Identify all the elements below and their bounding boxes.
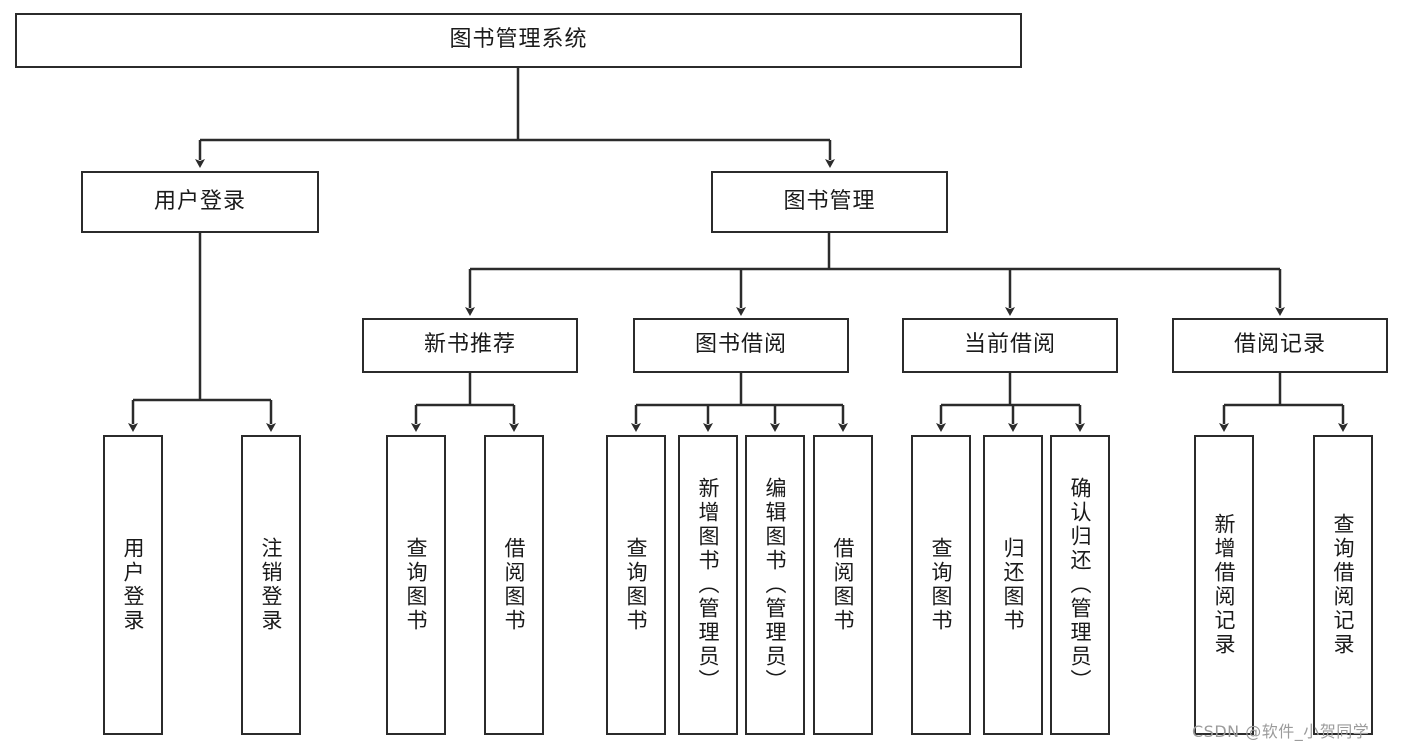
node-book-manage[interactable]: 图书管理: [711, 171, 948, 233]
edge-newbook-to-leaves: [411, 373, 519, 432]
node-borrow-record-label: 借阅记录: [1233, 332, 1326, 358]
leaf-query-books-rec[interactable]: 查询图书: [386, 435, 446, 735]
leaf-query-books-bor[interactable]: 查询图书: [606, 435, 666, 735]
leaf-user-login-label: 用户登录: [121, 537, 145, 633]
leaf-logout-label: 注销登录: [259, 537, 283, 633]
node-new-book-recommend-label: 新书推荐: [423, 332, 516, 358]
leaf-borrow-books-bor-label: 借阅图书: [831, 537, 855, 633]
edge-bookmanage-to-level3: [465, 233, 1285, 316]
leaf-borrow-books-rec-label: 借阅图书: [502, 537, 526, 633]
leaf-user-login[interactable]: 用户登录: [103, 435, 163, 735]
edge-currentborrow-to-leaves: [936, 373, 1085, 432]
leaf-borrow-books-rec[interactable]: 借阅图书: [484, 435, 544, 735]
leaf-query-books-cur-label: 查询图书: [929, 537, 953, 633]
node-current-borrow-label: 当前借阅: [963, 332, 1056, 358]
leaf-query-books-cur[interactable]: 查询图书: [911, 435, 971, 735]
node-book-borrow[interactable]: 图书借阅: [633, 318, 849, 373]
node-book-borrow-label: 图书借阅: [694, 332, 787, 358]
node-root-label: 图书管理系统: [449, 27, 588, 53]
leaf-return-books[interactable]: 归还图书: [983, 435, 1043, 735]
leaf-confirm-return-admin-label: 确认归还（管理员）: [1068, 477, 1092, 693]
leaf-add-borrow-record-label: 新增借阅记录: [1212, 513, 1236, 657]
leaf-query-borrow-record-label: 查询借阅记录: [1331, 513, 1355, 657]
leaf-add-book-admin[interactable]: 新增图书（管理员）: [678, 435, 738, 735]
node-new-book-recommend[interactable]: 新书推荐: [362, 318, 578, 373]
leaf-query-borrow-record[interactable]: 查询借阅记录: [1313, 435, 1373, 735]
leaf-query-books-bor-label: 查询图书: [624, 537, 648, 633]
leaf-add-book-admin-label: 新增图书（管理员）: [696, 477, 720, 693]
edge-bookborrow-to-leaves: [631, 373, 848, 432]
node-user-login-label: 用户登录: [153, 188, 246, 214]
leaf-return-books-label: 归还图书: [1001, 537, 1025, 633]
leaf-logout[interactable]: 注销登录: [241, 435, 301, 735]
edge-borrowrecord-to-leaves: [1219, 373, 1348, 432]
node-book-manage-label: 图书管理: [783, 188, 876, 214]
node-borrow-record[interactable]: 借阅记录: [1172, 318, 1388, 373]
edge-userlogin-to-leaves: [128, 233, 276, 432]
leaf-confirm-return-admin[interactable]: 确认归还（管理员）: [1050, 435, 1110, 735]
leaf-edit-book-admin[interactable]: 编辑图书（管理员）: [745, 435, 805, 735]
node-current-borrow[interactable]: 当前借阅: [902, 318, 1118, 373]
edge-root-to-level2: [195, 68, 835, 168]
leaf-edit-book-admin-label: 编辑图书（管理员）: [763, 477, 787, 693]
leaf-borrow-books-bor[interactable]: 借阅图书: [813, 435, 873, 735]
node-root[interactable]: 图书管理系统: [15, 13, 1022, 68]
leaf-add-borrow-record[interactable]: 新增借阅记录: [1194, 435, 1254, 735]
leaf-query-books-rec-label: 查询图书: [404, 537, 428, 633]
csdn-watermark: CSDN @软件_小贺同学: [1192, 722, 1370, 741]
node-user-login[interactable]: 用户登录: [81, 171, 319, 233]
